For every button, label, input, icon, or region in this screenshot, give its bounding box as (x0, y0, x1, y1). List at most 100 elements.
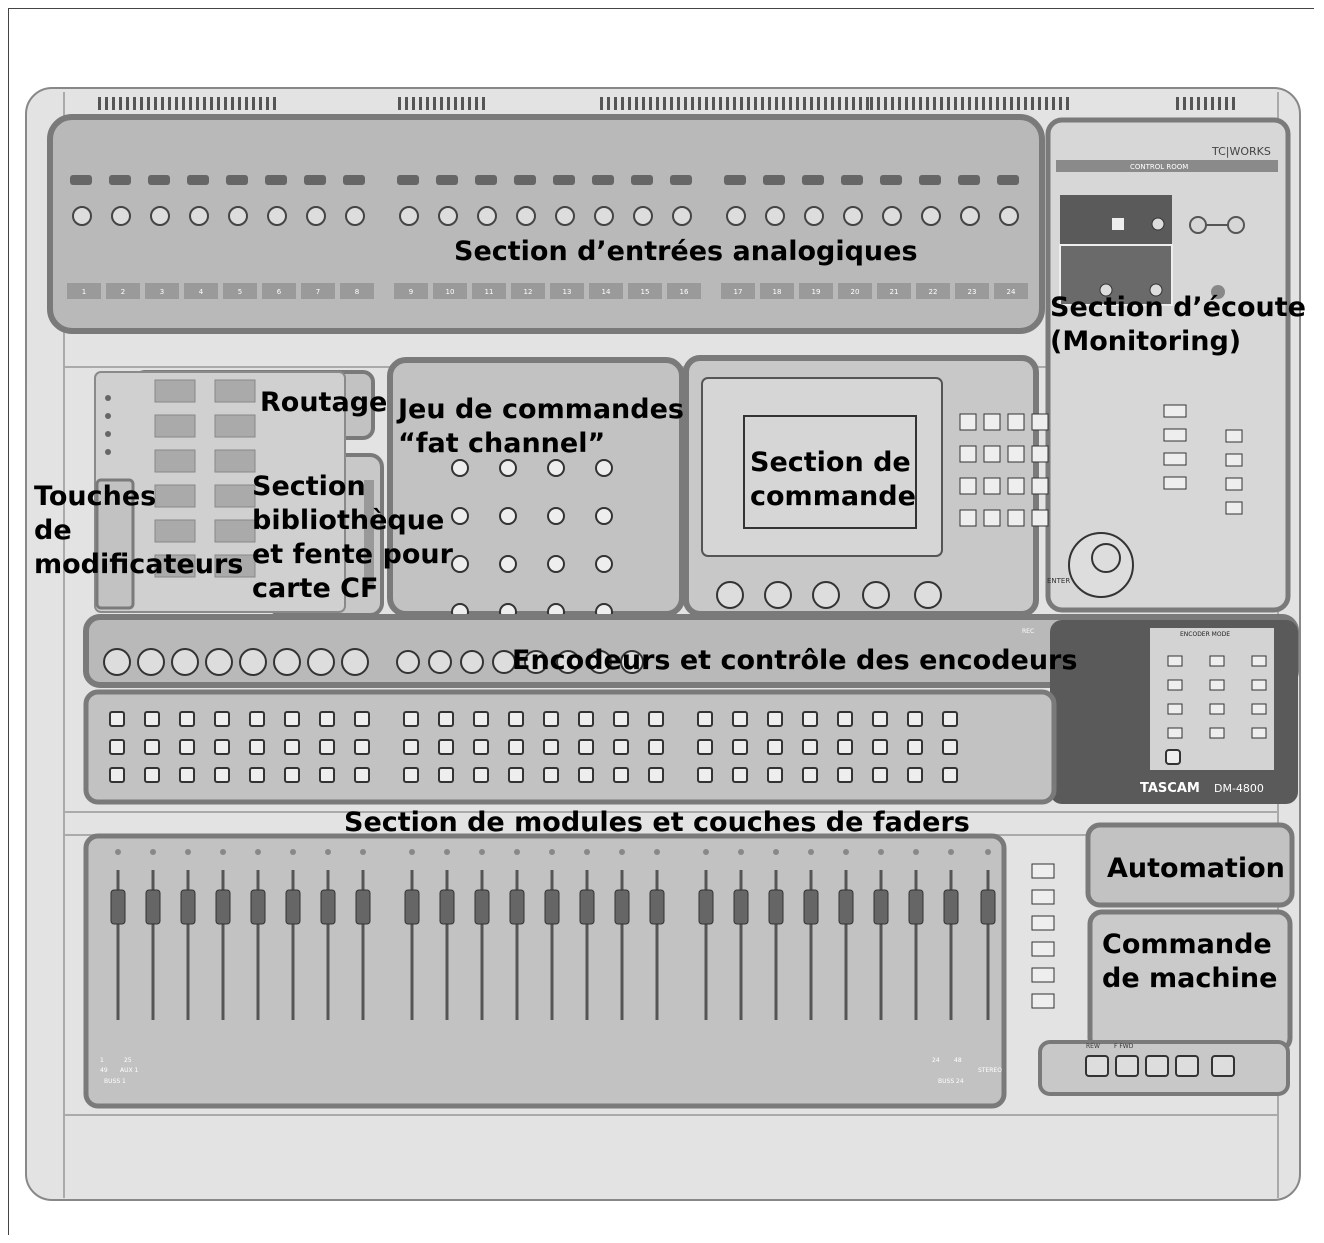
module-key (508, 767, 524, 783)
vent-slot (607, 97, 610, 110)
vent-slot (954, 97, 957, 110)
small-knob (1151, 217, 1165, 231)
encoder-mode-button (1251, 655, 1267, 667)
label-line: modificateurs (34, 549, 244, 580)
encoder-mode-button (1167, 655, 1183, 667)
module-key (648, 739, 664, 755)
fader-led (185, 849, 191, 855)
gain-knob (399, 206, 419, 226)
vent-slot (238, 97, 241, 110)
vent-slot (926, 97, 929, 110)
module-key (354, 739, 370, 755)
vent-slot (266, 97, 269, 110)
label-line: Touches (34, 481, 157, 512)
phones-level-knob (1211, 285, 1225, 299)
vent-slot (126, 97, 129, 110)
channel-number-box (589, 283, 623, 299)
module-key (613, 767, 629, 783)
automation-region (1085, 822, 1295, 908)
module-key (438, 711, 454, 727)
fader-led (255, 849, 261, 855)
monitor-select-button (1225, 501, 1243, 515)
encoder-knob (396, 650, 420, 674)
fader-led (913, 849, 919, 855)
vent-slot (1024, 97, 1027, 110)
module-key (578, 739, 594, 755)
monitor-select-button (1225, 477, 1243, 491)
gain-knob (111, 206, 131, 226)
module-buttons (109, 711, 958, 783)
fader-led (738, 849, 744, 855)
vent-slot (175, 97, 178, 110)
gain-knob (765, 206, 785, 226)
encoder-mode-button (1209, 679, 1225, 691)
label-line: Section de modules et couches de faders (344, 807, 970, 838)
vent-slot (933, 97, 936, 110)
vent-slot (845, 97, 848, 110)
encoder-knob (492, 650, 516, 674)
label-fat-channel: Jeu de commandes “fat channel” (398, 393, 684, 461)
channel-number-box (145, 283, 179, 299)
input-switch (187, 175, 209, 185)
module-key (354, 711, 370, 727)
module-key (354, 767, 370, 783)
fader-led (619, 849, 625, 855)
module-key (109, 711, 125, 727)
channel-number: 7 (316, 288, 320, 296)
vent-slot (245, 97, 248, 110)
label-automation: Automation (1107, 852, 1285, 886)
vent-slot (482, 97, 485, 110)
gain-knob (921, 206, 941, 226)
encoder-mode-button (1251, 679, 1267, 691)
pod-knob (812, 581, 840, 609)
fader-cap (733, 889, 749, 925)
vent-slot (803, 97, 806, 110)
channel-number: 11 (485, 288, 494, 296)
channel-number: 4 (199, 288, 204, 296)
encoder-mode-button (1251, 727, 1267, 739)
channel-number: 2 (121, 288, 125, 296)
analog-inputs-region (47, 114, 1045, 334)
vent-slot (1183, 97, 1186, 110)
channel-number: 15 (641, 288, 650, 296)
fat-channel-knob (547, 507, 565, 525)
vent-slot (1017, 97, 1020, 110)
gain-knob (594, 206, 614, 226)
routing-key (214, 554, 256, 578)
vent-slot (912, 97, 915, 110)
module-key (319, 767, 335, 783)
page-frame (8, 8, 1314, 1235)
vent-slot (698, 97, 701, 110)
module-key (907, 711, 923, 727)
module-key (144, 739, 160, 755)
vent-slot (782, 97, 785, 110)
function-key (959, 477, 977, 495)
channel-number-box (721, 283, 755, 299)
input-switch (631, 175, 653, 185)
vent-slot (196, 97, 199, 110)
transport-button (1145, 1055, 1169, 1077)
fader-cap (474, 889, 490, 925)
label-line: Section d’écoute (1050, 292, 1306, 323)
vent-slot (405, 97, 408, 110)
vent-slot (754, 97, 757, 110)
flip-button (1165, 749, 1181, 765)
input-switch (763, 175, 785, 185)
vent-slot (168, 97, 171, 110)
input-switch (514, 175, 536, 185)
routing-key (154, 484, 196, 508)
encoder-knob (137, 648, 165, 676)
control-room-text: CONTROL ROOM (1130, 163, 1188, 171)
pod-knob (862, 581, 890, 609)
vent-slot (768, 97, 771, 110)
display-inner (743, 415, 917, 529)
module-key (473, 767, 489, 783)
module-key (648, 711, 664, 727)
vent-slot (877, 97, 880, 110)
vent-slot (105, 97, 108, 110)
encoder-mode-buttons (1165, 655, 1267, 765)
gain-knob (843, 206, 863, 226)
module-key (613, 739, 629, 755)
